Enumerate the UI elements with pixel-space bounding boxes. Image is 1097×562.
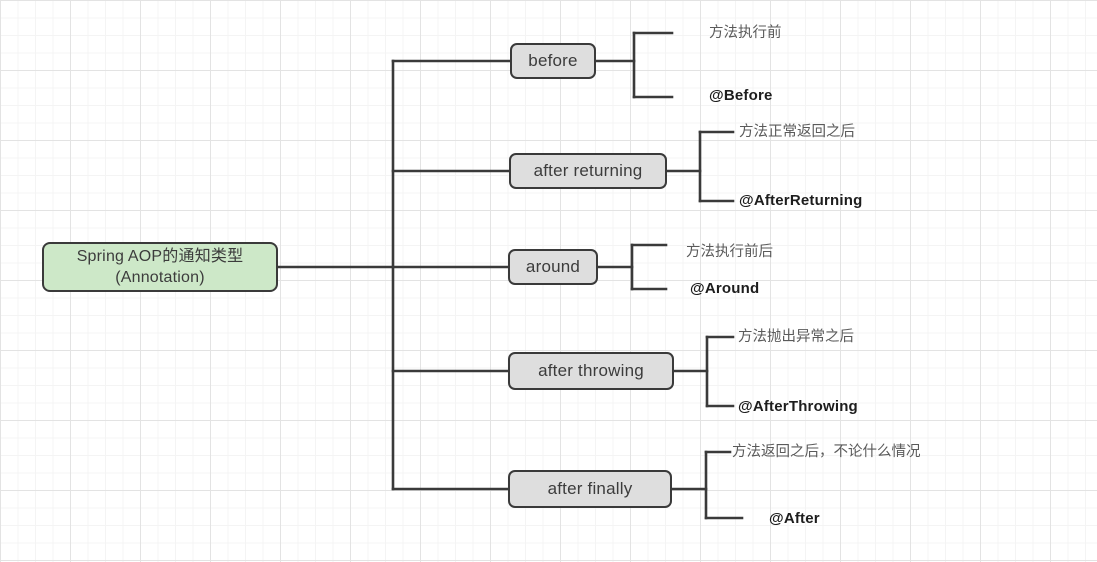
root-node[interactable]: Spring AOP的通知类型 (Annotation) bbox=[42, 242, 278, 292]
leaf-desc-around: 方法执行前后 bbox=[686, 244, 773, 260]
branch-node-after-finally-label: after finally bbox=[547, 479, 633, 498]
leaf-anno-after-finally: @After bbox=[769, 510, 820, 527]
branch-node-around[interactable]: around bbox=[508, 249, 598, 285]
root-node-text: Spring AOP的通知类型 (Annotation) bbox=[77, 246, 244, 288]
branch-node-before-label: before bbox=[528, 51, 578, 70]
leaf-desc-after-finally: 方法返回之后，不论什么情况 bbox=[732, 444, 921, 460]
leaf-anno-after-throwing: @AfterThrowing bbox=[738, 398, 858, 415]
branch-node-after-returning-label: after returning bbox=[533, 161, 643, 180]
branch-node-after-finally[interactable]: after finally bbox=[508, 470, 672, 508]
root-node-line1: Spring AOP的通知类型 bbox=[76, 247, 244, 265]
branch-node-before[interactable]: before bbox=[510, 43, 596, 79]
leaf-desc-after-returning: 方法正常返回之后 bbox=[739, 124, 855, 140]
branch-node-after-throwing-label: after throwing bbox=[538, 361, 644, 380]
leaf-anno-around: @Around bbox=[690, 280, 760, 297]
leaf-desc-after-throwing: 方法抛出异常之后 bbox=[738, 329, 854, 345]
branch-node-after-throwing[interactable]: after throwing bbox=[508, 352, 674, 390]
leaf-desc-before: 方法执行前 bbox=[709, 25, 782, 41]
leaf-anno-before: @Before bbox=[709, 87, 773, 104]
leaf-anno-after-returning: @AfterReturning bbox=[739, 192, 863, 209]
branch-node-around-label: around bbox=[525, 257, 581, 276]
root-node-line2: (Annotation) bbox=[115, 269, 205, 286]
branch-node-after-returning[interactable]: after returning bbox=[509, 153, 667, 189]
